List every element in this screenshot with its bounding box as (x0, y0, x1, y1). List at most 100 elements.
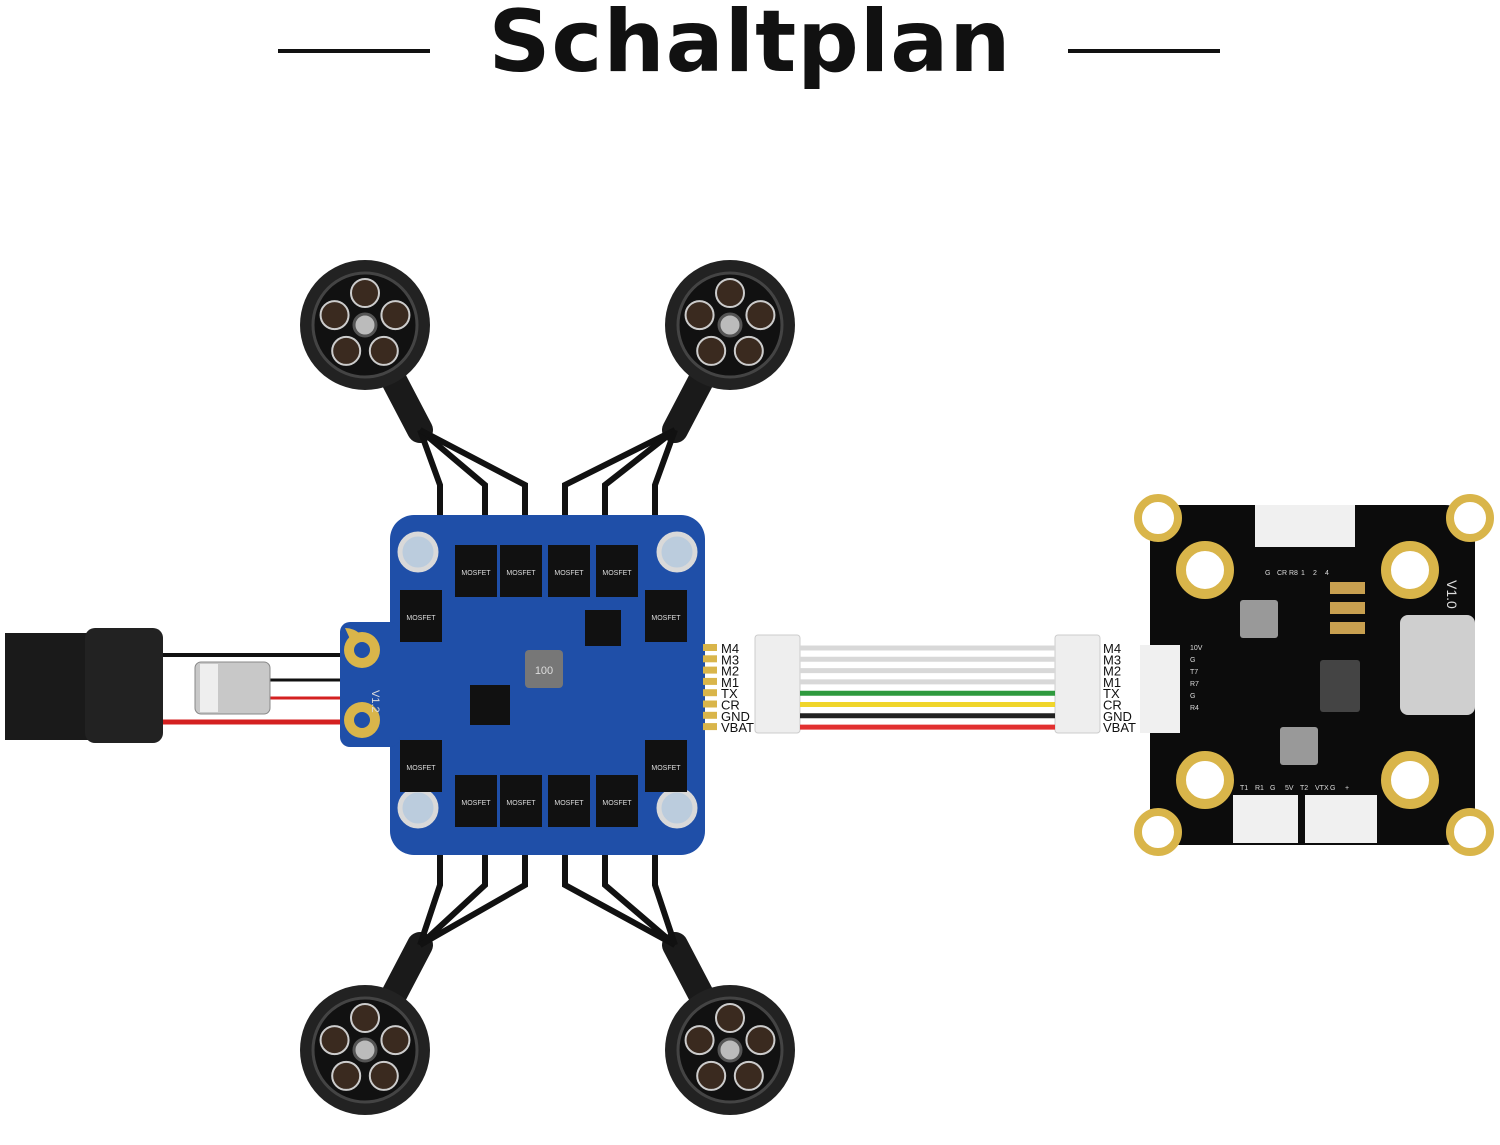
motor-coil (696, 335, 727, 366)
motor-shaft (717, 312, 743, 338)
esc-board: MOSFET MOSFET MOSFET MOSFET MOSFET MOSFET MOSF… (340, 515, 705, 855)
fc-mount-hole-outer (1446, 808, 1494, 856)
motor-phase-wire (418, 845, 528, 948)
fc-version: V1.0 (1444, 580, 1460, 609)
page-title: Schaltplan (488, 0, 1012, 92)
mosfet-label: MOSFET (602, 570, 632, 577)
title-rule-right (1068, 49, 1220, 53)
mosfet-chip (645, 740, 687, 792)
fc-mount-hole (1176, 751, 1234, 809)
esc-signal-pad (703, 700, 717, 708)
motor-coil (368, 335, 399, 366)
fc-pad-label: G (1190, 657, 1195, 664)
cable-connector-left (754, 634, 801, 734)
motor-phase-wire (562, 845, 677, 948)
esc-signal-pad (703, 644, 717, 651)
motor-shaft (717, 1037, 743, 1063)
motor-coil (350, 278, 380, 308)
esc-pin-label: TX (721, 686, 738, 701)
motor-phase-wire (652, 845, 678, 946)
fc-pin-label: CR (1103, 698, 1122, 713)
fc-bottom-connector-left (1233, 795, 1298, 843)
fc-top-pad-label: 2 (1313, 570, 1317, 577)
mosfet-label: MOSFET (602, 800, 632, 807)
inductor-label: 100 (535, 665, 553, 677)
fc-mount-hole-outer (1134, 494, 1182, 542)
mosfet-label: MOSFET (461, 800, 491, 807)
motor (665, 260, 795, 390)
motor (300, 260, 430, 390)
fc-top-pad-label: G (1265, 570, 1270, 577)
motor-phase-wire (418, 427, 488, 525)
motor-coil (319, 300, 350, 331)
fc-top-connector (1255, 505, 1355, 547)
fc-pad-label: G (1190, 693, 1195, 700)
esc-version: V1.2 (369, 690, 381, 713)
mcu-chip (1320, 660, 1360, 712)
fc-top-pad-label: CR (1277, 570, 1287, 577)
mosfet-chip (455, 775, 497, 827)
fc-pin-label: TX (1103, 686, 1120, 701)
fc-bottom-pad-label: + (1345, 785, 1349, 792)
motor-shaft (352, 312, 378, 338)
fc-bottom-pad-label: 5V (1285, 785, 1294, 792)
fc-pin-label: VBAT (1103, 720, 1136, 735)
esc-signal-pad (703, 677, 717, 685)
fc-pin-label: GND (1103, 709, 1132, 724)
battery-connector (5, 628, 360, 743)
fc-top-pad-label: R8 (1289, 570, 1298, 577)
esc-pin-label: CR (721, 698, 740, 713)
motor-coil (745, 1025, 776, 1056)
motor-coil (350, 1003, 380, 1033)
fc-left-connector (1140, 645, 1180, 733)
mosfet-label: MOSFET (651, 765, 681, 772)
mosfet-label: MOSFET (554, 800, 584, 807)
motor-phase-wire (417, 845, 443, 946)
mosfet-label: MOSFET (461, 570, 491, 577)
fc-pad-label: 10V (1190, 645, 1203, 652)
motor-phase-wire (417, 845, 488, 948)
fc-pin-label: M3 (1103, 652, 1121, 667)
motor-phase-wire (417, 428, 443, 525)
mosfet-chip (645, 590, 687, 642)
esc-pin-label: GND (721, 709, 750, 724)
fc-bottom-pad-label: R1 (1255, 785, 1264, 792)
mosfet-chip (548, 775, 590, 827)
fc-pad-label: R7 (1190, 681, 1199, 688)
fc-bottom-pad-label: T2 (1300, 785, 1308, 792)
motor-shaft (352, 1037, 378, 1063)
motor-coil (684, 1025, 715, 1056)
motor-phase-wire (602, 427, 677, 525)
motor (300, 985, 430, 1115)
motor-coil (684, 300, 715, 331)
esc-pin-label: M1 (721, 675, 739, 690)
mosfet-label: MOSFET (506, 570, 536, 577)
mosfet-chip (596, 545, 638, 597)
fc-pad-label: T7 (1190, 669, 1198, 676)
motor (665, 985, 795, 1115)
fc-mount-hole (1381, 541, 1439, 599)
mosfet-chip (400, 590, 442, 642)
motors (300, 260, 795, 1115)
motor-coil (331, 1060, 362, 1091)
fc-pin-label: M4 (1103, 641, 1121, 656)
motor-phase-wire (418, 427, 528, 525)
fc-bottom-pad-label: VTX (1315, 785, 1329, 792)
mosfet-label: MOSFET (554, 570, 584, 577)
motor-coil (368, 1060, 399, 1091)
fc-mount-hole (1176, 541, 1234, 599)
esc-pin-label: M4 (721, 641, 739, 656)
motor-coil (745, 300, 776, 331)
fc-mount-hole-outer (1446, 494, 1494, 542)
esc-signal-pad (703, 689, 717, 697)
motor-phase-wire (602, 845, 677, 948)
fc-top-pad-label: 4 (1325, 570, 1329, 577)
motor-coil (319, 1025, 350, 1056)
fc-pin-label: M2 (1103, 664, 1121, 679)
fc-mount-hole (1381, 751, 1439, 809)
mosfet-chip (400, 740, 442, 792)
motor-coil (715, 1003, 745, 1033)
mosfet-label: MOSFET (651, 615, 681, 622)
